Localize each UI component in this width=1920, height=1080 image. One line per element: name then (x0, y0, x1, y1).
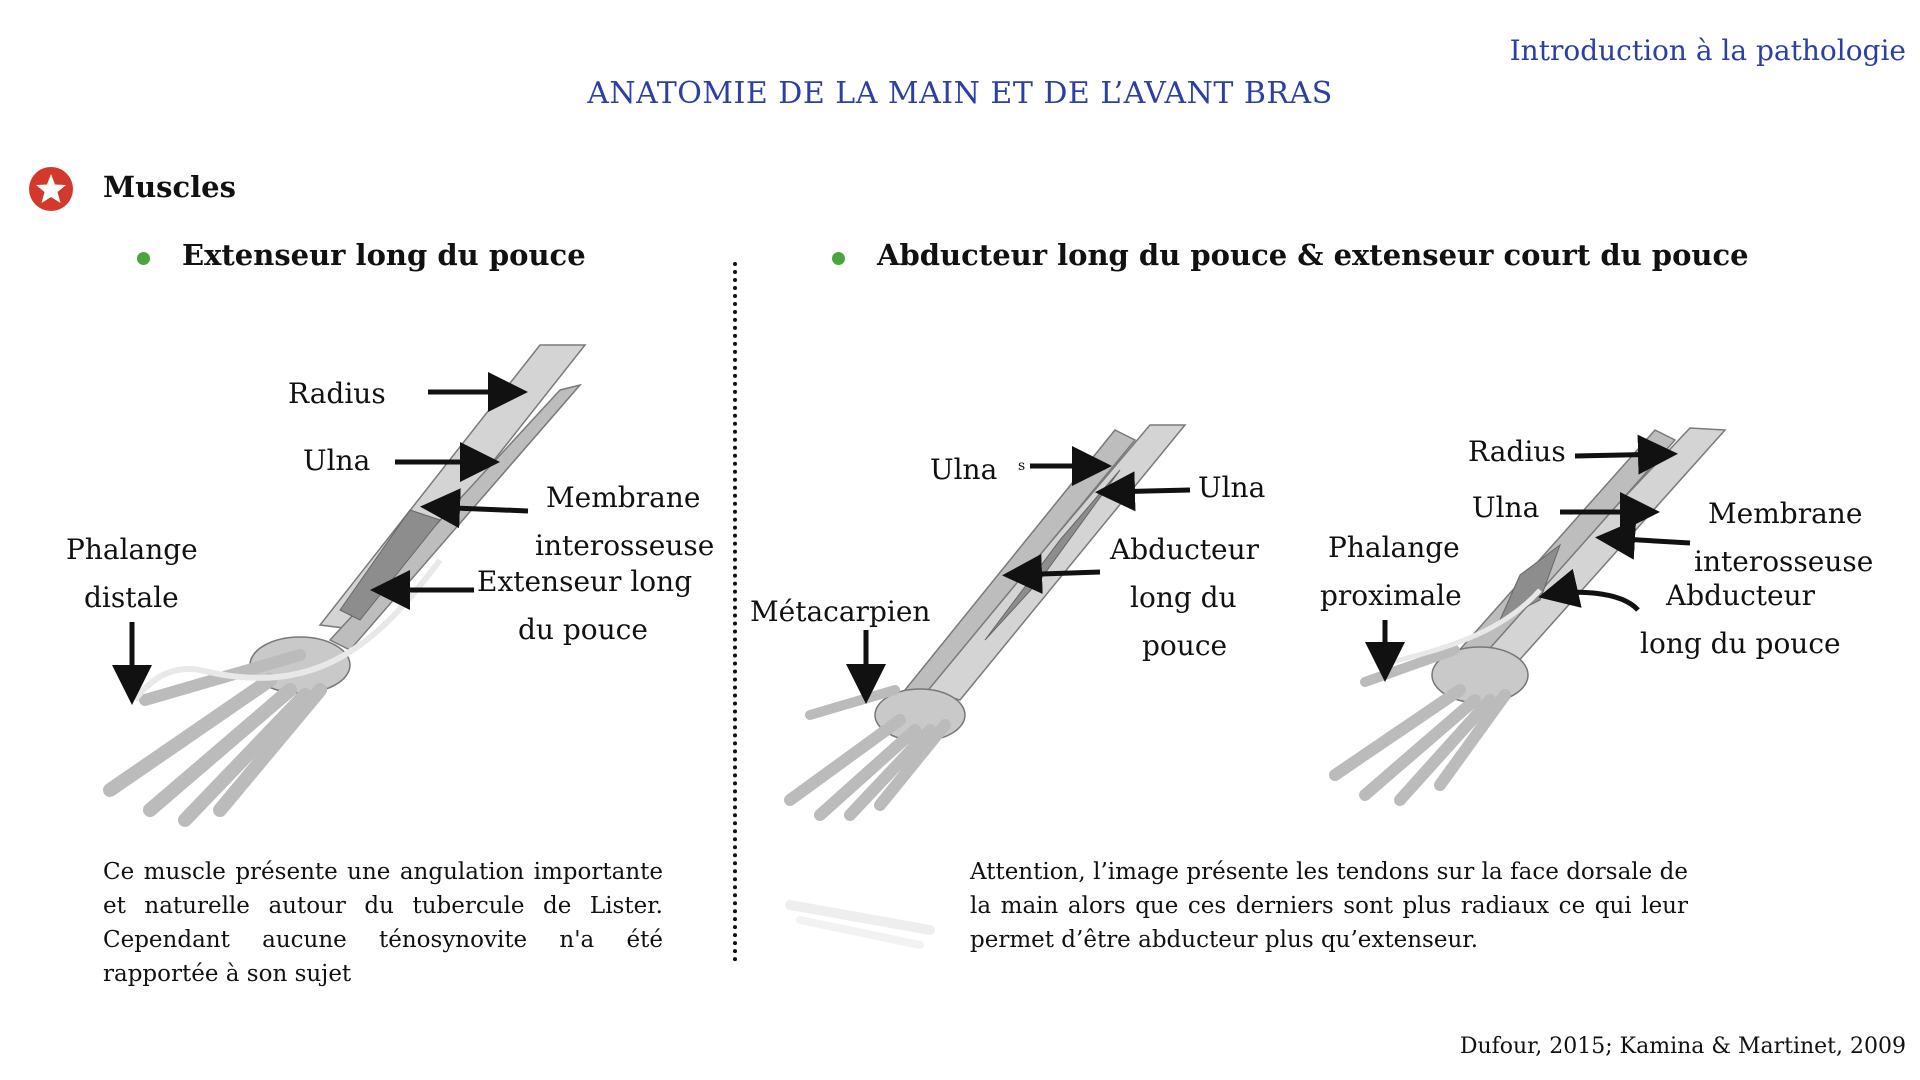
label-extenseur: Extenseur long (477, 565, 693, 598)
label-du-pouce: du pouce (518, 613, 648, 646)
label-distale: distale (84, 581, 179, 614)
section-label: Muscles (103, 170, 236, 204)
left-description: Ce muscle présente une angulation import… (103, 859, 663, 987)
label-ulna: Ulna (303, 444, 371, 477)
dotted-divider (733, 262, 737, 962)
citation: Dufour, 2015; Kamina & Martinet, 2009 (1459, 1034, 1906, 1059)
label-membrane: Membrane (1708, 497, 1863, 530)
slide-title: ANATOMIE DE LA MAIN ET DE L’AVANT BRAS (587, 76, 1333, 111)
label-interosseuse: interosseuse (1694, 545, 1874, 578)
label-membrane: Membrane (546, 481, 701, 514)
label-metacarpien: Métacarpien (750, 595, 931, 628)
left-heading: Extenseur long du pouce (182, 238, 586, 272)
label-long-du: long du (1130, 581, 1237, 614)
label-ulna: Ulna (930, 453, 998, 486)
course-title: Introduction à la pathologie (1509, 34, 1906, 67)
label-ulna: Ulna (1198, 471, 1266, 504)
bullet-dot (832, 252, 845, 265)
label-long-du-pouce: long du pouce (1640, 627, 1841, 660)
right-heading: Abducteur long du pouce & extenseur cour… (877, 238, 1749, 272)
label-ulna: Ulna (1472, 491, 1540, 524)
label-interosseuse: interosseuse (535, 529, 715, 562)
label-s: s (1018, 458, 1026, 474)
label-proximale: proximale (1320, 579, 1462, 612)
label-radius: Radius (1468, 435, 1566, 468)
star-icon (29, 167, 73, 211)
label-abducteur: Abducteur (1110, 533, 1260, 566)
label-phalange: Phalange (1328, 531, 1460, 564)
label-phalange: Phalange (66, 533, 198, 566)
right-description: Attention, l’image présente les tendons … (970, 859, 1688, 953)
label-pouce: pouce (1142, 629, 1228, 662)
bullet-dot (137, 252, 150, 265)
label-abducteur: Abducteur (1666, 579, 1816, 612)
label-radius: Radius (288, 377, 386, 410)
